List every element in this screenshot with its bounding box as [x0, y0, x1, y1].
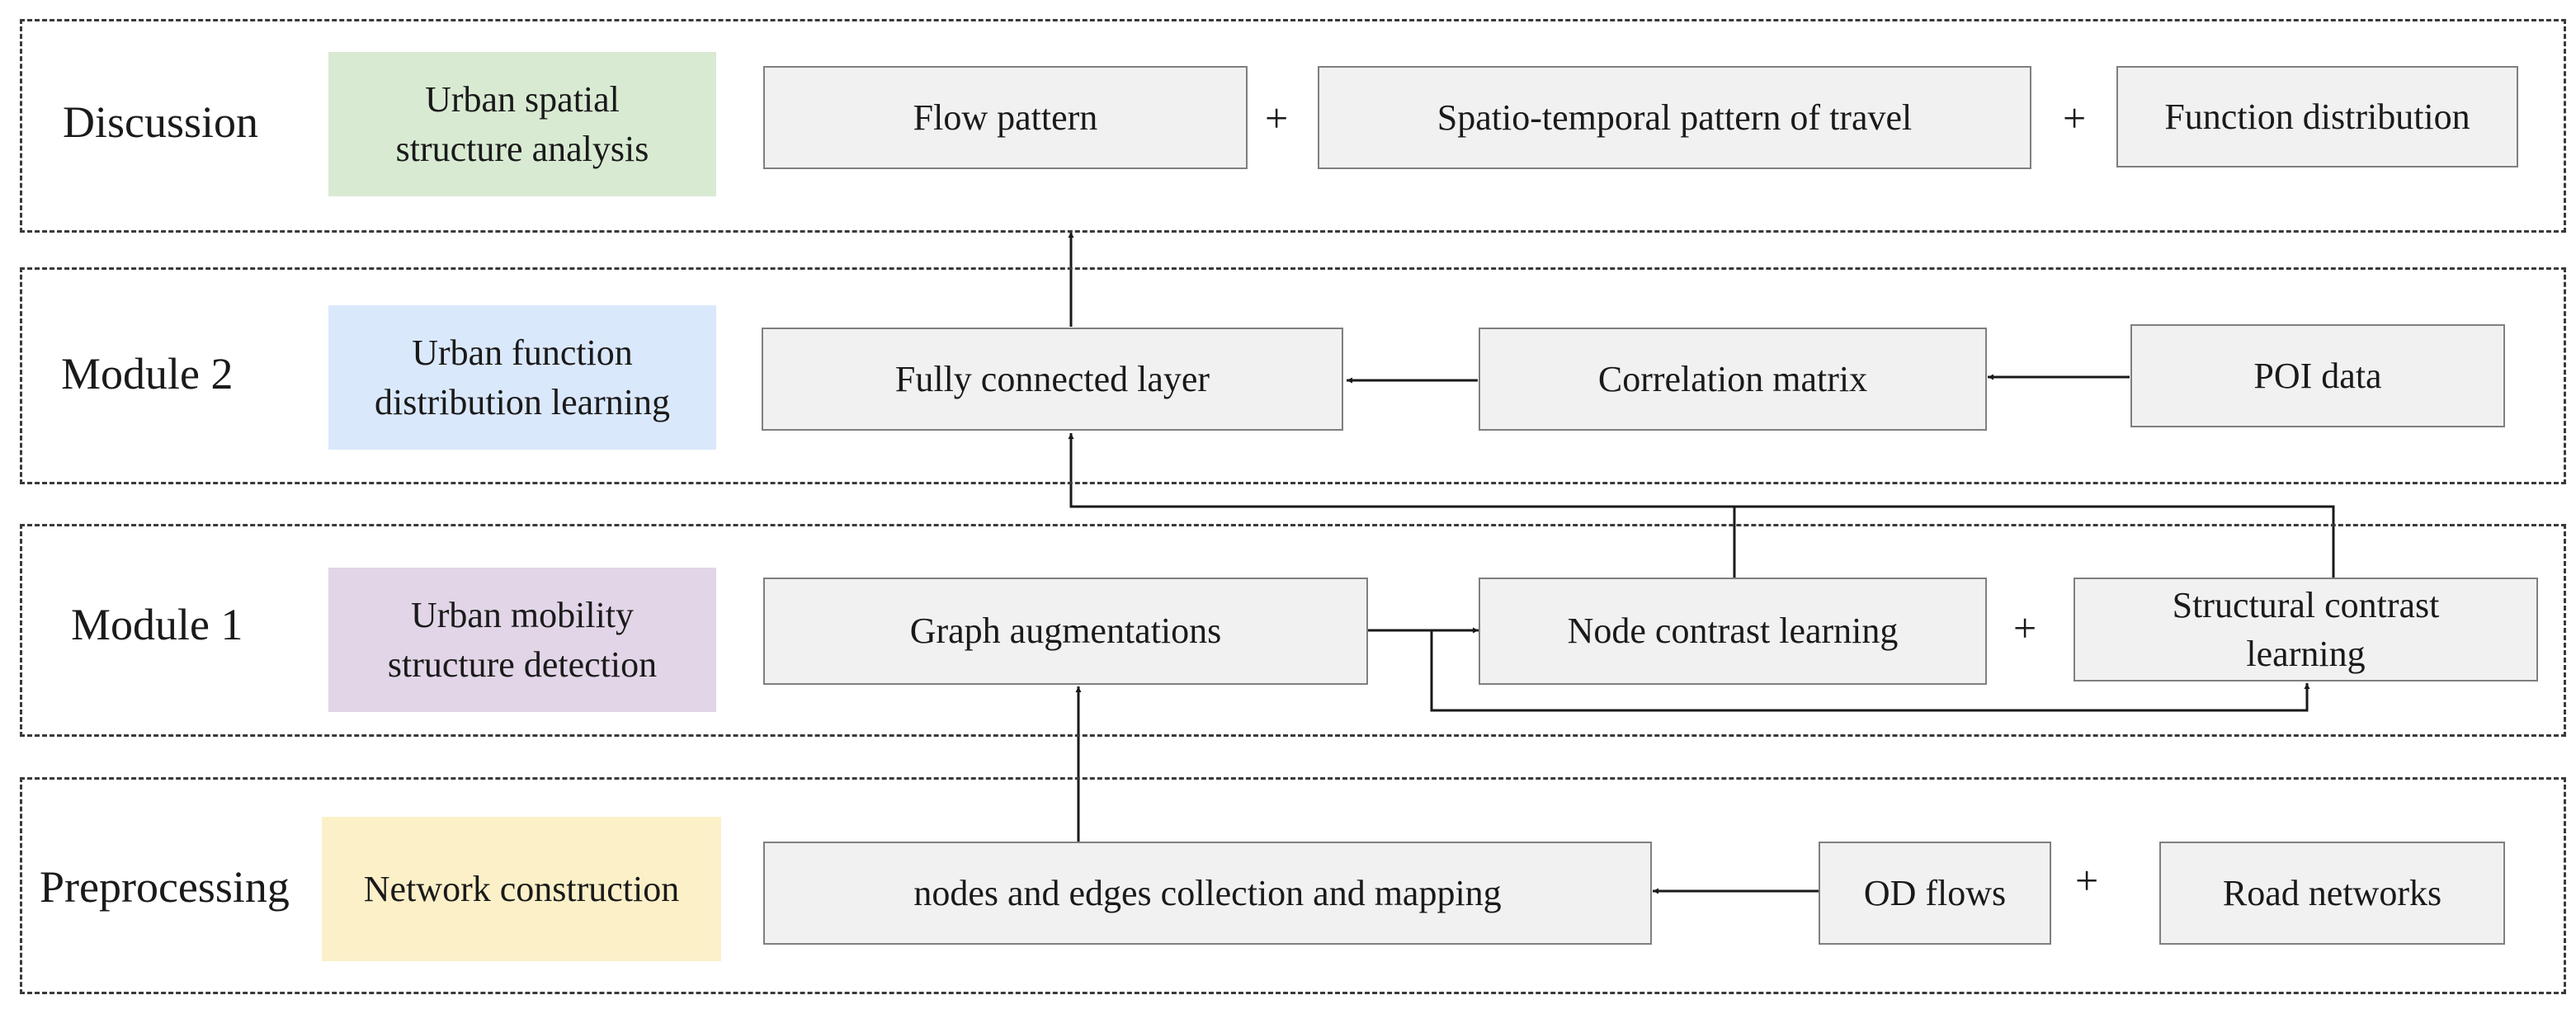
poi-data-box: POI data: [2130, 324, 2505, 427]
preprocessing-row: [20, 777, 2566, 994]
module1-category: Urban mobility structure detection: [328, 568, 716, 712]
module2-category: Urban function distribution learning: [328, 305, 716, 450]
node-contrast-learning-box: Node contrast learning: [1479, 578, 1987, 685]
preprocessing-label: Preprocessing: [40, 862, 290, 912]
correlation-matrix-box: Correlation matrix: [1479, 328, 1987, 431]
structural-contrast-learning-box: Structural contrast learning: [2074, 578, 2538, 682]
preprocessing-category: Network construction: [322, 817, 721, 961]
arrow-contrast-to-fc: [1068, 433, 1736, 578]
flow-pattern-box: Flow pattern: [763, 66, 1248, 169]
module1-label: Module 1: [71, 600, 243, 649]
function-distribution-box: Function distribution: [2116, 66, 2518, 167]
graph-augmentations-box: Graph augmentations: [763, 578, 1368, 685]
plus-sign: +: [2075, 857, 2099, 903]
road-networks-box: Road networks: [2159, 842, 2505, 945]
module1-row: [20, 524, 2566, 737]
od-flows-box: OD flows: [1819, 842, 2051, 945]
plus-sign: +: [2013, 605, 2037, 651]
discussion-category: Urban spatial structure analysis: [328, 52, 716, 196]
connector-structural-up: [1734, 505, 2335, 578]
module2-label: Module 2: [61, 349, 234, 399]
plus-sign: +: [2063, 95, 2087, 141]
discussion-label: Discussion: [63, 97, 259, 147]
arrow-graph-to-structural: [1430, 630, 2310, 712]
plus-sign: +: [1265, 95, 1289, 141]
fully-connected-layer-box: Fully connected layer: [762, 328, 1343, 431]
spatio-temporal-pattern-box: Spatio-temporal pattern of travel: [1318, 66, 2031, 169]
discussion-row: [20, 19, 2566, 233]
nodes-edges-mapping-box: nodes and edges collection and mapping: [763, 842, 1652, 945]
module2-row: [20, 267, 2566, 484]
